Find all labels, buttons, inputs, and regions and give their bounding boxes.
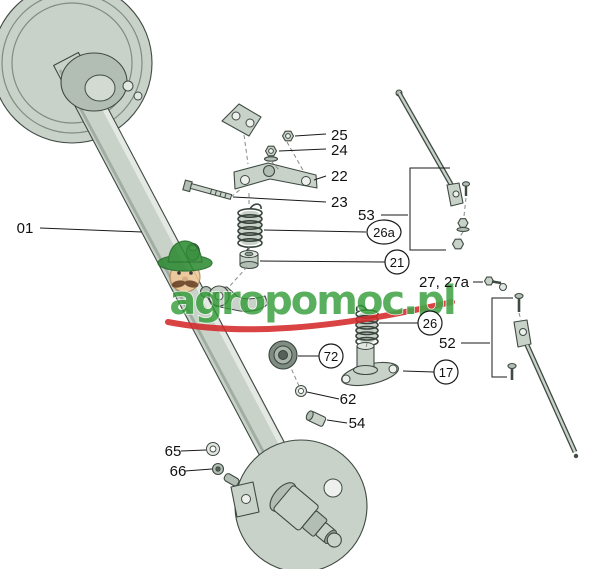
label-01: 01 [17, 220, 34, 237]
label-54: 54 [349, 415, 366, 432]
leader-lines [39, 133, 513, 472]
label-52: 52 [439, 335, 456, 352]
label-65: 65 [165, 443, 182, 460]
cam-bracket-17 [341, 342, 399, 387]
clevis-pin [461, 181, 471, 187]
callout-circle-72 [318, 343, 344, 369]
bolt [507, 362, 517, 370]
label-66: 66 [170, 463, 187, 480]
label-25: 25 [331, 127, 348, 144]
callout-circle-26a [366, 219, 402, 245]
spindle [269, 482, 342, 548]
callout-circle-21 [384, 249, 410, 275]
callouts: 01 25 24 22 23 53 26a 21 27, 27a 26 52 1… [17, 127, 470, 480]
drum-hub-cap [60, 52, 143, 112]
washer [456, 226, 470, 233]
hex-nut [457, 218, 469, 228]
label-27-27a: 27, 27a [419, 274, 470, 291]
pull-rod-53 [395, 89, 471, 250]
label-22: 22 [331, 168, 348, 185]
watermark-brand: agropomoc.pl [169, 278, 454, 324]
pin-54 [305, 410, 327, 427]
hex-nut-25 [281, 130, 295, 142]
callout-circle-26 [417, 310, 443, 336]
seal-washer-72 [268, 340, 298, 370]
hat-crown [167, 240, 203, 263]
hex-nut [451, 238, 465, 250]
washer-66 [211, 462, 225, 476]
label-24: 24 [331, 142, 348, 159]
label-62: 62 [340, 391, 357, 408]
return-spring-26a [237, 203, 263, 258]
label-26: 26 [423, 316, 437, 331]
label-17: 17 [439, 365, 453, 380]
label-21: 21 [390, 255, 404, 270]
watermark: agropomoc.pl [157, 240, 457, 333]
hub-bolt [133, 91, 143, 101]
callout-circle-17 [433, 359, 459, 385]
hub-bolt [122, 80, 134, 92]
washer [263, 156, 279, 162]
bolt-washer-27 [483, 276, 507, 291]
hex-nut-24 [263, 145, 279, 162]
label-26a: 26a [373, 225, 395, 240]
washer-65 [206, 442, 220, 456]
bracket-pin [223, 473, 240, 487]
assembly-guides [227, 134, 522, 387]
farmer-mascot [157, 240, 213, 293]
bolt-23 [182, 179, 233, 200]
mustache [171, 280, 186, 288]
label-53: 53 [358, 207, 375, 224]
ring-62 [295, 385, 307, 397]
bushing-21 [239, 250, 259, 270]
pull-rod-52 [507, 292, 579, 459]
mustache [184, 280, 199, 288]
brake-cam-lever [208, 285, 269, 312]
brake-lever-22 [233, 162, 318, 190]
label-23: 23 [331, 194, 348, 211]
label-72: 72 [324, 349, 338, 364]
bolt [514, 292, 524, 300]
hub-assembly [223, 439, 368, 569]
mounting-bracket [221, 103, 262, 137]
watermark-swoosh [165, 299, 455, 333]
